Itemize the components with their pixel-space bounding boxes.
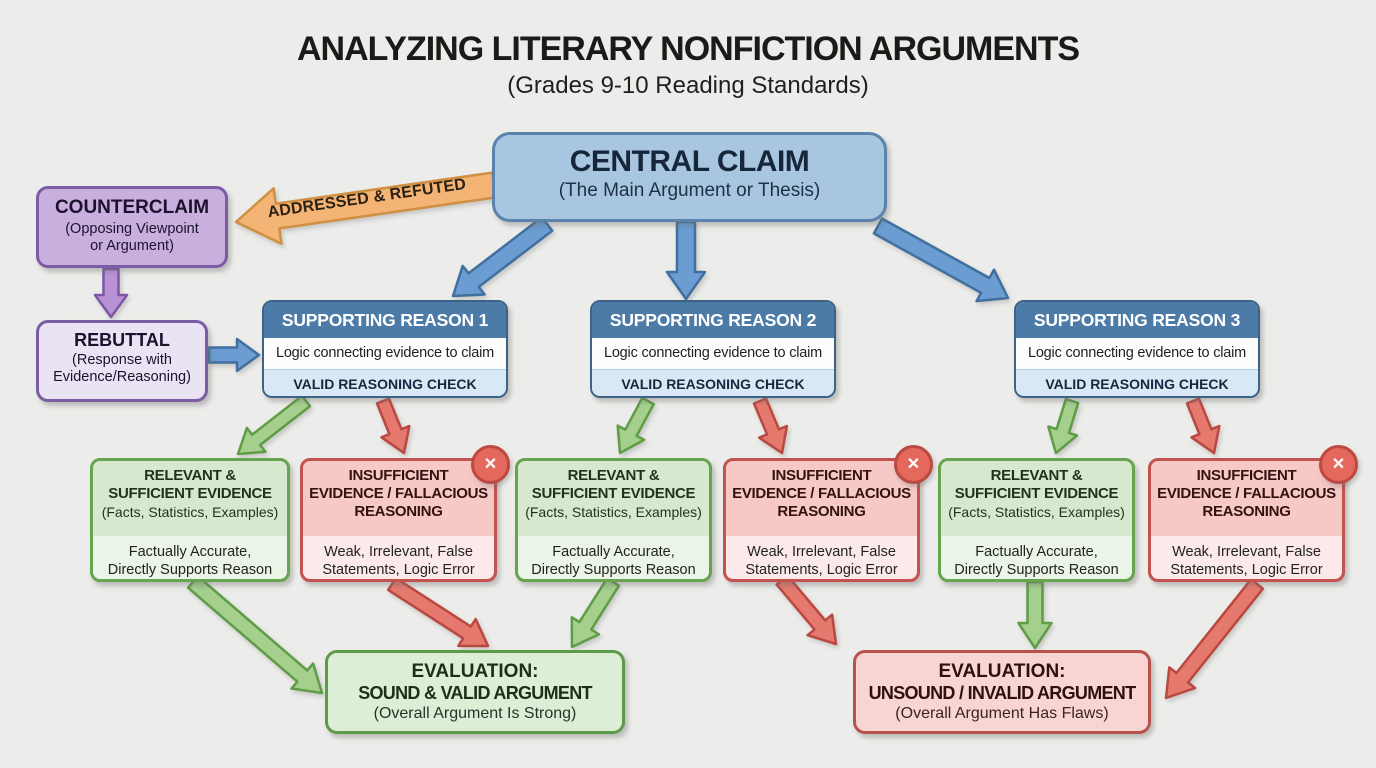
good-evidence-2-box: RELEVANT & SUFFICIENT EVIDENCE (Facts, S… — [515, 458, 712, 582]
arrow-bad-evidence-3-to-unsound-evaluation — [1164, 578, 1265, 700]
evaluation-unsound-line2: UNSOUND / INVALID ARGUMENT — [868, 683, 1136, 703]
bad-evidence-desc-line1: Weak, Irrelevant, False — [324, 544, 473, 560]
counterclaim-subtitle-line1: (Opposing Viewpoint — [65, 221, 199, 237]
bad-evidence-title-line1: INSUFFICIENT — [1196, 467, 1297, 484]
fail-x-icon: ✕ — [471, 445, 510, 484]
arrow-reason-3-to-bad-evidence — [1185, 397, 1221, 455]
supporting-reason-3-check: VALID REASONING CHECK — [1016, 369, 1258, 396]
good-evidence-title-line1: RELEVANT & — [144, 467, 236, 484]
good-evidence-desc-line1: Factually Accurate, — [128, 544, 252, 560]
good-evidence-title-line1: RELEVANT & — [990, 467, 1083, 484]
central-claim-subtitle: (The Main Argument or Thesis) — [558, 180, 821, 201]
arrow-good-evidence-1-to-sound-evaluation — [186, 575, 324, 695]
good-evidence-title-line1: RELEVANT & — [567, 467, 660, 484]
arrow-good-evidence-2-to-sound-evaluation — [570, 577, 621, 649]
fail-x-icon: ✕ — [894, 445, 933, 484]
supporting-reason-1-box: SUPPORTING REASON 1 Logic connecting evi… — [262, 300, 508, 398]
good-evidence-title-line2: SUFFICIENT EVIDENCE — [954, 485, 1119, 502]
evaluation-unsound-box: EVALUATION: UNSOUND / INVALID ARGUMENT (… — [853, 650, 1151, 734]
supporting-reason-2-box: SUPPORTING REASON 2 Logic connecting evi… — [590, 300, 836, 398]
counterclaim-subtitle-line2: or Argument) — [90, 238, 174, 254]
good-evidence-desc-line1: Factually Accurate, — [975, 544, 1098, 560]
bad-evidence-2-box: INSUFFICIENT EVIDENCE / FALLACIOUS REASO… — [723, 445, 933, 582]
arrow-rebuttal-to-reason-1 — [207, 337, 261, 373]
bad-evidence-desc-line2: Statements, Logic Error — [1170, 562, 1323, 578]
good-evidence-subtitle: (Facts, Statistics, Examples) — [101, 504, 279, 520]
evaluation-unsound-line1: EVALUATION: — [938, 661, 1066, 682]
bad-evidence-title-line1: INSUFFICIENT — [348, 467, 449, 484]
counterclaim-title: COUNTERCLAIM — [54, 197, 210, 218]
good-evidence-subtitle: (Facts, Statistics, Examples) — [525, 504, 702, 520]
arrow-reason-2-to-good-evidence — [616, 396, 655, 455]
page-subtitle: (Grades 9-10 Reading Standards) — [507, 72, 869, 99]
supporting-reason-2-title: SUPPORTING REASON 2 — [592, 302, 834, 338]
bad-evidence-title-line2: EVIDENCE / FALLACIOUS — [732, 485, 911, 502]
good-evidence-3-box: RELEVANT & SUFFICIENT EVIDENCE (Facts, S… — [938, 458, 1135, 582]
arrow-claim-to-counterclaim-addressed-refuted — [234, 171, 498, 246]
bad-evidence-title-line3: REASONING — [354, 503, 443, 520]
supporting-reason-1-logic: Logic connecting evidence to claim — [264, 338, 506, 369]
rebuttal-box: REBUTTAL (Response with Evidence/Reasoni… — [36, 320, 208, 402]
good-evidence-title-line2: SUFFICIENT EVIDENCE — [108, 485, 272, 502]
good-evidence-desc-line2: Directly Supports Reason — [531, 562, 696, 578]
supporting-reason-1-check: VALID REASONING CHECK — [264, 369, 506, 396]
arrow-counterclaim-to-rebuttal — [93, 267, 129, 319]
arrow-reason-2-to-bad-evidence — [752, 397, 789, 455]
page-title: ANALYZING LITERARY NONFICTION ARGUMENTS — [296, 30, 1080, 68]
bad-evidence-title-line1: INSUFFICIENT — [771, 467, 872, 484]
bad-evidence-title-line3: REASONING — [777, 503, 866, 520]
bad-evidence-desc-line1: Weak, Irrelevant, False — [1172, 544, 1321, 560]
arrow-bad-evidence-2-to-unsound-evaluation — [775, 574, 838, 646]
evaluation-sound-line2: SOUND & VALID ARGUMENT — [358, 683, 592, 703]
arrow-reason-1-to-bad-evidence — [375, 397, 411, 455]
good-evidence-1-box: RELEVANT & SUFFICIENT EVIDENCE (Facts, S… — [90, 458, 290, 582]
good-evidence-desc-line2: Directly Supports Reason — [954, 562, 1119, 578]
rebuttal-subtitle-line1: (Response with — [72, 352, 172, 368]
arrow-claim-to-reason-1 — [451, 216, 554, 298]
bad-evidence-title-line3: REASONING — [1202, 503, 1291, 520]
central-claim-title: CENTRAL CLAIM — [569, 145, 810, 178]
arrow-bad-evidence-1-to-evaluation — [386, 576, 490, 648]
arrow-claim-to-reason-2 — [665, 220, 707, 301]
supporting-reason-3-title: SUPPORTING REASON 3 — [1016, 302, 1258, 338]
arrow-good-evidence-3-to-unsound-evaluation — [1017, 580, 1053, 650]
bad-evidence-3-box: INSUFFICIENT EVIDENCE / FALLACIOUS REASO… — [1148, 445, 1358, 582]
good-evidence-title-line2: SUFFICIENT EVIDENCE — [531, 485, 696, 502]
good-evidence-desc-line2: Directly Supports Reason — [107, 562, 273, 578]
evaluation-unsound-line3: (Overall Argument Has Flaws) — [895, 705, 1109, 722]
supporting-reason-1-title: SUPPORTING REASON 1 — [264, 302, 506, 338]
bad-evidence-1-box: INSUFFICIENT EVIDENCE / FALLACIOUS REASO… — [300, 445, 510, 582]
rebuttal-subtitle-line2: Evidence/Reasoning) — [53, 369, 191, 385]
bad-evidence-title-line2: EVIDENCE / FALLACIOUS — [309, 485, 488, 502]
bad-evidence-desc-line2: Statements, Logic Error — [322, 562, 475, 578]
good-evidence-desc-line1: Factually Accurate, — [552, 544, 675, 560]
supporting-reason-2-check: VALID REASONING CHECK — [592, 369, 834, 396]
supporting-reason-2-logic: Logic connecting evidence to claim — [592, 338, 834, 369]
bad-evidence-desc-line2: Statements, Logic Error — [745, 562, 898, 578]
bad-evidence-desc-line1: Weak, Irrelevant, False — [747, 544, 896, 560]
arrow-reason-1-to-good-evidence — [236, 394, 312, 456]
good-evidence-subtitle: (Facts, Statistics, Examples) — [948, 504, 1125, 520]
supporting-reason-3-box: SUPPORTING REASON 3 Logic connecting evi… — [1014, 300, 1260, 398]
bad-evidence-title-line2: EVIDENCE / FALLACIOUS — [1157, 485, 1336, 502]
evaluation-sound-box: EVALUATION: SOUND & VALID ARGUMENT (Over… — [325, 650, 625, 734]
counterclaim-box: COUNTERCLAIM (Opposing Viewpoint or Argu… — [36, 186, 228, 268]
central-claim-box: CENTRAL CLAIM (The Main Argument or Thes… — [492, 132, 887, 222]
evaluation-sound-line3: (Overall Argument Is Strong) — [373, 705, 577, 722]
arrow-claim-to-reason-3 — [872, 217, 1010, 303]
arrow-reason-3-to-good-evidence — [1047, 397, 1080, 455]
evaluation-sound-line1: EVALUATION: — [411, 661, 539, 682]
rebuttal-title: REBUTTAL — [74, 330, 170, 350]
fail-x-icon: ✕ — [1319, 445, 1358, 484]
supporting-reason-3-logic: Logic connecting evidence to claim — [1016, 338, 1258, 369]
